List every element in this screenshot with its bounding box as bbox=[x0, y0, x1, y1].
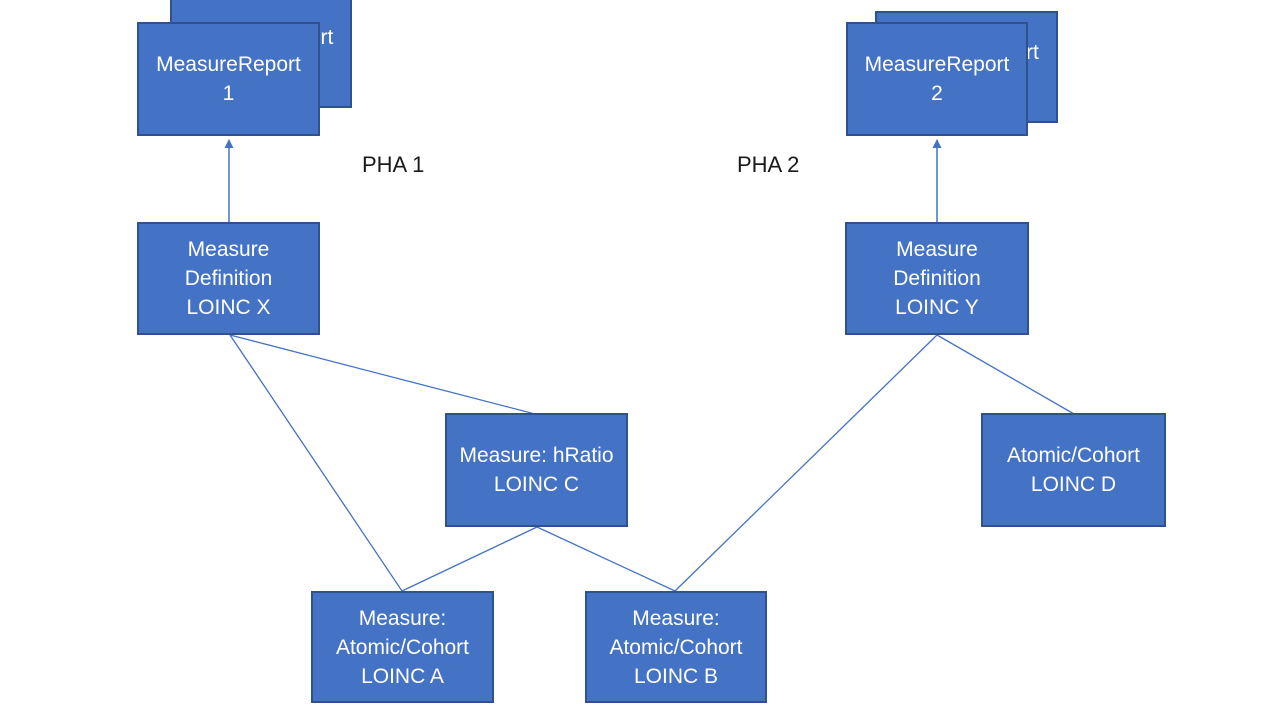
box-text-line: Definition bbox=[893, 267, 981, 290]
measure-report-1-box: MeasureReport 1 bbox=[137, 22, 320, 136]
box-text-line: Measure: bbox=[358, 606, 447, 630]
edge-defy-atomic-d bbox=[936, 334, 1075, 415]
box-text-line: Measure: hRatio bbox=[459, 444, 614, 467]
atomic-cohort-loinc-d-box: Atomic/Cohort LOINC D bbox=[981, 413, 1166, 527]
box-text-line: LOINC Y bbox=[895, 296, 979, 319]
box-text-line: Measure bbox=[187, 238, 270, 261]
box-text-line: LOINC A bbox=[361, 664, 444, 688]
box-text-line: 2 bbox=[931, 82, 943, 105]
box-text-line: LOINC B bbox=[633, 664, 719, 688]
box-text-line: LOINC C bbox=[493, 473, 580, 496]
measure-atomic-cohort-loinc-a-box: Measure: Atomic/Cohort LOINC A bbox=[311, 591, 494, 703]
box-text-line: Atomic/Cohort bbox=[1006, 444, 1141, 467]
edge-hratio-atomic-b bbox=[536, 526, 676, 592]
box-text-line: LOINC D bbox=[1030, 473, 1117, 496]
box-text-line: Atomic/Cohort bbox=[335, 635, 470, 659]
edge-defy-atomic-b bbox=[674, 334, 938, 592]
pha-1-label: PHA 1 bbox=[362, 152, 425, 177]
box-text-line: MeasureReport bbox=[864, 53, 1010, 76]
measure-definition-loinc-x-box: Measure Definition LOINC X bbox=[137, 222, 320, 335]
box-text-line: Atomic/Cohort bbox=[609, 635, 743, 659]
measure-atomic-cohort-loinc-b-box: Measure: Atomic/Cohort LOINC B bbox=[585, 591, 767, 703]
box-text-line: Measure: bbox=[632, 606, 720, 630]
box-text-line: Measure bbox=[896, 238, 978, 261]
measure-definition-loinc-y-box: Measure Definition LOINC Y bbox=[845, 222, 1029, 335]
measure-hratio-loinc-c-box: Measure: hRatio LOINC C bbox=[445, 413, 628, 527]
pha-2-label: PHA 2 bbox=[737, 152, 800, 177]
box-text-line: LOINC X bbox=[186, 296, 271, 319]
box-text-line: MeasureReport bbox=[156, 53, 301, 76]
measure-report-2-box: MeasureReport 2 bbox=[846, 22, 1028, 136]
edge-defx-hratio bbox=[229, 334, 536, 415]
edge-defx-atomic-a bbox=[229, 334, 403, 592]
edge-hratio-atomic-a bbox=[401, 526, 538, 592]
box-text-line: 1 bbox=[222, 82, 235, 105]
box-text-line: Definition bbox=[184, 267, 273, 290]
